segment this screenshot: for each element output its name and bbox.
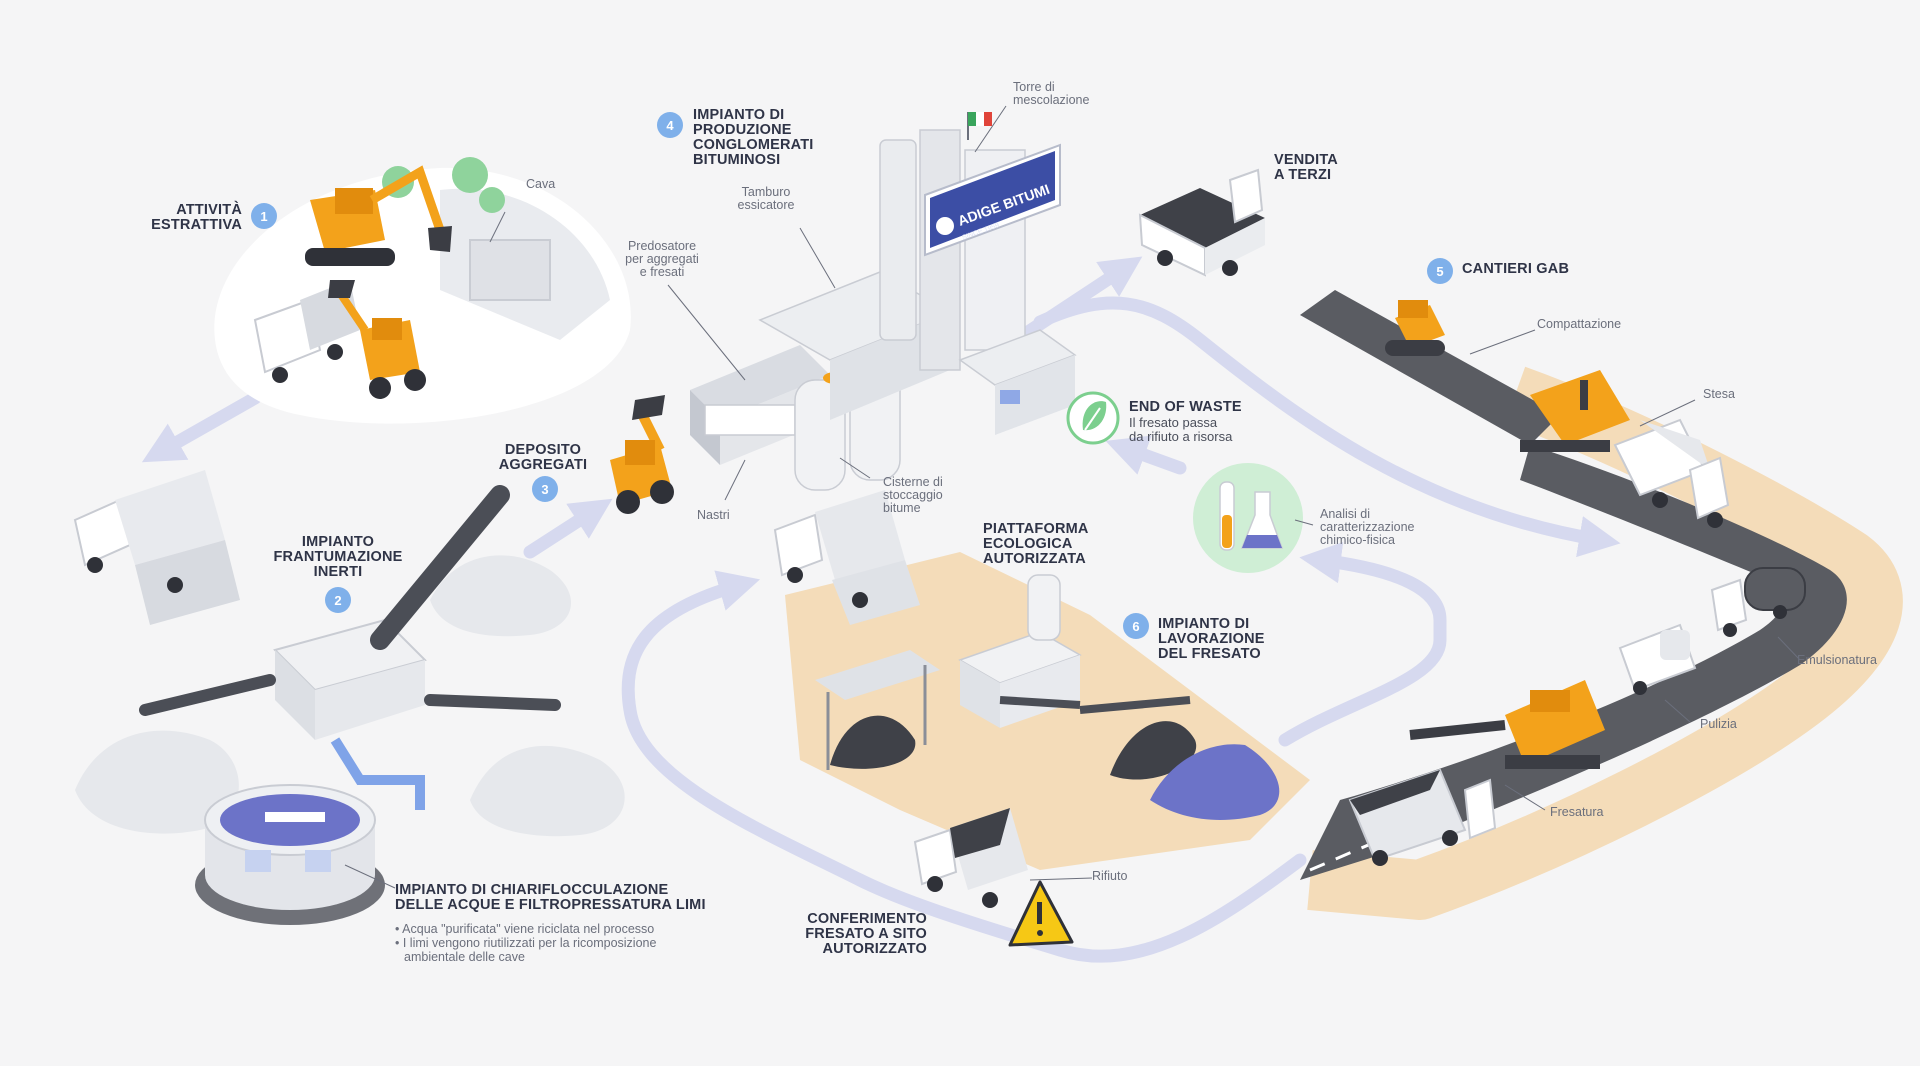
label-stesa: Stesa — [1703, 387, 1735, 401]
truck-conferimento — [913, 808, 1093, 908]
leaf-icon — [1066, 391, 1120, 445]
label-fresatura: Fresatura — [1550, 805, 1604, 819]
flask-icon — [1193, 463, 1314, 573]
clarification-tank — [195, 784, 396, 925]
truck-platform — [773, 490, 920, 625]
badge-6: 6 — [1123, 613, 1149, 639]
truck-emulsionatura — [1710, 567, 1806, 637]
flow-arrows — [141, 256, 1621, 963]
flow-arrow-loop-left — [621, 570, 1307, 963]
quarry-scene — [214, 157, 631, 424]
roller — [1385, 300, 1445, 356]
brand-sign: ADIGE BITUMI SINCE 1959 — [924, 143, 1061, 257]
warning-icon — [1008, 880, 1074, 947]
flow-arrow-analisi-to-eow — [1105, 435, 1187, 475]
flow-arrow-loop-right — [1278, 541, 1447, 747]
milling-machine — [1409, 680, 1605, 769]
sweeper — [1618, 623, 1697, 695]
label-nastri: Nastri — [697, 508, 730, 522]
flow-arrow-plant-to-cantieri — [1033, 296, 1621, 558]
paver — [1520, 370, 1630, 452]
badge-4: 4 — [657, 112, 683, 138]
crushing-plant — [73, 470, 625, 837]
truck-stesa — [1613, 418, 1730, 528]
flow-arrow-frantumazione-to-deposito — [523, 498, 613, 559]
asphalt-plant: ADIGE BITUMI SINCE 1959 — [667, 105, 1077, 501]
badge-3: 3 — [532, 476, 558, 502]
flow-arrow-cava-to-frantumazione — [141, 391, 262, 463]
label-cava: Cava — [526, 177, 556, 191]
badge-2: 2 — [325, 587, 351, 613]
label-rifiuto: Rifiuto — [1092, 869, 1128, 883]
badge-1: 1 — [251, 203, 277, 229]
label-emulsionatura: Emulsionatura — [1797, 653, 1877, 667]
loader-deposito — [610, 395, 674, 514]
recycling-platform — [773, 490, 1310, 870]
truck-fresatura — [1348, 768, 1497, 866]
title-end-of-waste: END OF WASTE — [1129, 399, 1242, 415]
truck-vendita — [1138, 168, 1265, 277]
badge-5: 5 — [1427, 258, 1453, 284]
truck-crushing — [73, 470, 240, 625]
label-compattazione: Compattazione — [1537, 317, 1622, 331]
label-pulizia: Pulizia — [1700, 717, 1737, 731]
title-cantieri-gab: CANTIERI GAB — [1462, 261, 1570, 277]
excavator — [305, 165, 452, 266]
loader-quarry — [328, 280, 426, 399]
chiariflocculazione-notes: • Acqua "purificata" viene riciclata nel… — [395, 922, 657, 964]
road-works — [1300, 290, 1903, 920]
